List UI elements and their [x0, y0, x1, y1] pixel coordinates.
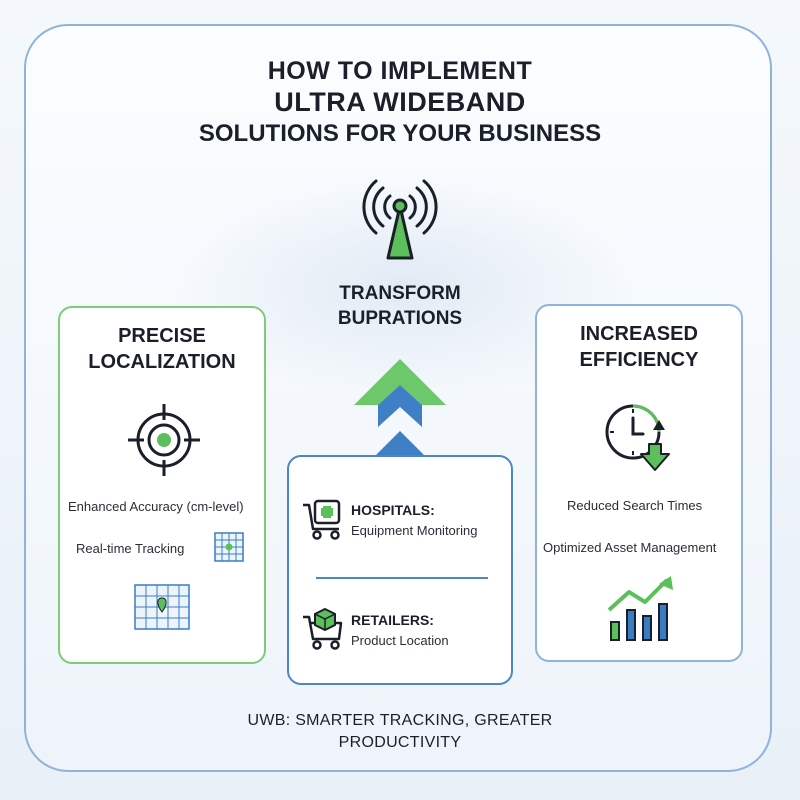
title-line-3: SOLUTIONS FOR YOUR BUSINESS	[198, 120, 602, 147]
increased-efficiency-card: INCREASED EFFICIENCY Reduced Search Time…	[535, 304, 743, 662]
medical-cart-icon	[301, 497, 345, 541]
optimized-asset-text: Optimized Asset Management	[543, 540, 717, 555]
title-line-1: HOW TO IMPLEMENT	[267, 57, 533, 85]
use-cases-card: HOSPITALS: Equipment Monitoring RETAILER…	[287, 455, 513, 685]
precise-localization-card: PRECISE LOCALIZATION Enhanced Accuracy (…	[58, 306, 266, 664]
realtime-tracking-text: Real-time Tracking	[76, 541, 185, 556]
crosshair-target-icon	[126, 402, 202, 478]
tagline-line-1: UWB: SMARTER TRACKING, GREATER	[247, 712, 553, 729]
page-title: HOW TO IMPLEMENT ULTRA WIDEBAND SOLUTION…	[0, 56, 800, 149]
growth-chart-icon	[605, 574, 681, 644]
divider	[316, 577, 488, 579]
tagline-line-2: PRODUCTIVITY	[338, 734, 462, 751]
card-title-line-1: INCREASED	[580, 323, 698, 345]
transform-line-1: TRANSFORM	[339, 283, 461, 304]
title-line-2: ULTRA WIDEBAND	[274, 87, 526, 117]
product-location-text: Product Location	[351, 633, 449, 648]
transform-line-2: BUPRATIONS	[337, 308, 463, 329]
reduced-search-text: Reduced Search Times	[567, 498, 703, 513]
antenna-signal-icon	[354, 178, 446, 262]
clock-down-arrow-icon	[599, 396, 679, 476]
map-grid-icon	[134, 584, 190, 630]
card-title: INCREASED EFFICIENCY	[537, 321, 741, 373]
grid-locator-icon	[214, 532, 244, 562]
up-arrows-icon	[352, 357, 448, 467]
equipment-monitoring-text: Equipment Monitoring	[351, 523, 478, 538]
retailers-heading: RETAILERS:	[351, 612, 434, 628]
transform-label: TRANSFORM BUPRATIONS	[0, 281, 800, 331]
footer-tagline: UWB: SMARTER TRACKING, GREATER PRODUCTIV…	[0, 710, 800, 754]
card-title-line-2: EFFICIENCY	[579, 349, 699, 371]
card-title-line-2: LOCALIZATION	[88, 351, 236, 373]
card-title-line-1: PRECISE	[118, 325, 206, 347]
card-title: PRECISE LOCALIZATION	[60, 323, 264, 375]
shopping-cart-icon	[301, 607, 345, 651]
enhanced-accuracy-text: Enhanced Accuracy (cm-level)	[68, 499, 244, 514]
hospitals-heading: HOSPITALS:	[351, 502, 435, 518]
